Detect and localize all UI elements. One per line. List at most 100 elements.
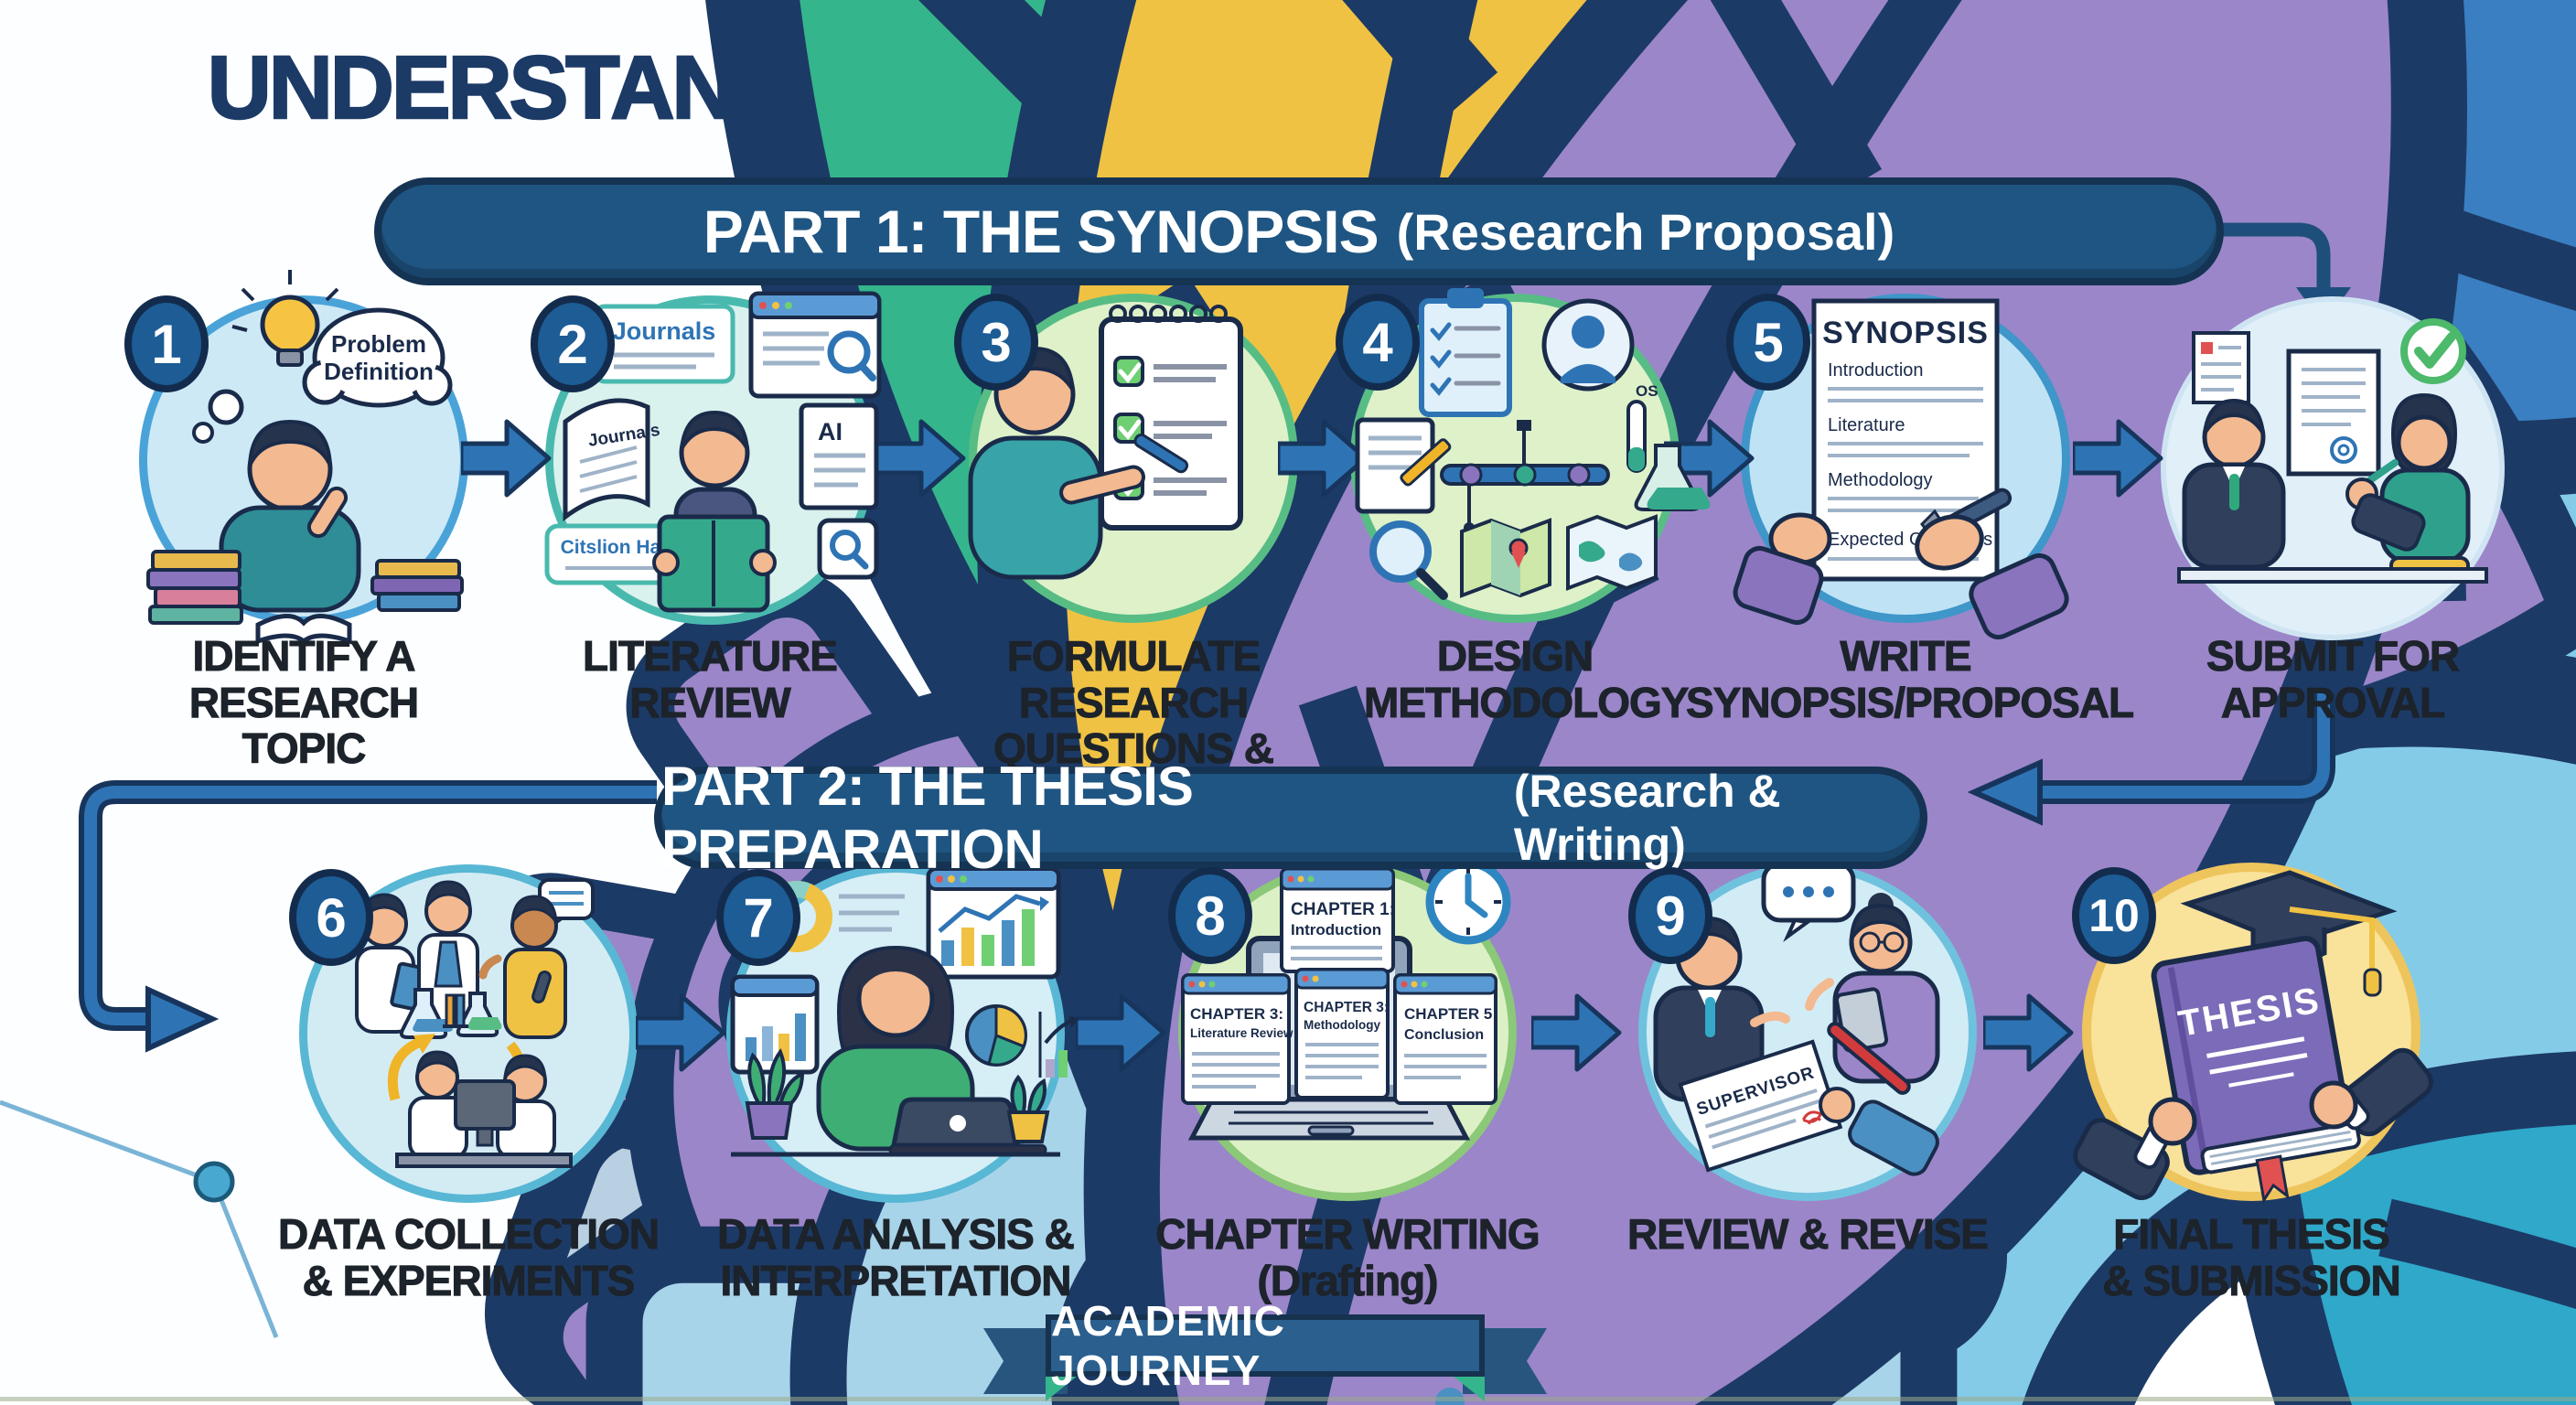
reading-person [652,410,777,613]
arrow-step1-step2 [461,419,552,498]
ai-document: AI [799,402,879,510]
part2-heading: PART 2: THE THESIS PREPARATION [661,756,1194,880]
svg-text:CHAPTER 5:: CHAPTER 5: [1404,1005,1497,1023]
notes-pencil-icon [1355,417,1452,514]
scene-chapter-writing: CHAPTER 1: Introduction CHAPTER 3: Liter… [1181,859,1511,1141]
search-browser-window [748,291,882,399]
step2-label: LITERATURE REVIEW [583,632,839,726]
step3-badge: 3 [954,294,1038,391]
step10-label: FINAL THESIS & SUBMISSION [2102,1210,2401,1304]
step7-label: DATA ANALYSIS & INTERPRETATION [717,1210,1076,1304]
svg-text:CHAPTER 1:: CHAPTER 1: [1291,900,1395,919]
arrow-step8-step9 [1531,993,1622,1072]
ribbon-fold-triangle-left [1046,1372,1082,1401]
holding-hands [2073,1047,2433,1201]
step8-badge: 8 [1168,867,1252,964]
synopsis-document: SYNOPSIS Introduction Literature Methodo… [1811,298,2000,582]
part2-subheading: (Research & Writing) [1513,766,1781,870]
part1-heading: PART 1: THE SYNOPSIS [703,198,1379,265]
svg-text:CHAPTER 3:: CHAPTER 3: [1304,1000,1389,1015]
svg-text:Journals: Journals [613,317,716,345]
arrow-step2-step3 [875,419,966,498]
scene-formulate-questions [968,305,1243,580]
journals-card: Journals [593,304,735,384]
chapter3-method-window: CHAPTER 3: Methodology [1294,968,1390,1099]
scene-submit-approval [2177,318,2488,584]
ribbon-fold-triangle-right [1448,1372,1485,1401]
laptop-icon [888,1097,1047,1156]
writing-person [968,346,1189,580]
submit-label: SUBMIT FOR APPROVAL [2206,632,2460,726]
bottom-edge-line [0,1397,2576,1401]
reviewer-man [2182,398,2286,570]
book-stacks [146,550,464,645]
step8-label: CHAPTER WRITING (Drafting) [1155,1210,1540,1304]
step1-label: IDENTIFY A RESEARCH TOPIC [188,632,419,773]
thesis-book: THESIS [2151,935,2361,1205]
svg-text:Introduction: Introduction [1828,360,1924,381]
part1-subheading: (Research Proposal) [1396,202,1895,261]
writing-hands [1733,512,2069,640]
scene-data-collection [355,878,595,1168]
scene-design-methodology: OS [1355,288,1711,600]
step5-badge: 5 [1726,294,1810,391]
step1-badge: 1 [124,295,209,392]
arrow-step3-step4 [1278,419,1368,498]
interviewer-person [478,895,567,1039]
approved-check-icon [2400,318,2466,384]
svg-text:Introduction: Introduction [1291,921,1381,938]
part1-banner: PART 1: THE SYNOPSIS (Research Proposal) [374,177,2224,285]
step6-label: DATA COLLECTION & EXPERIMENTS [278,1210,660,1304]
chapter1-window: CHAPTER 1: Introduction [1280,867,1395,973]
arrow-step9-step10 [1983,993,2074,1072]
step9-label: REVIEW & REVISE [1627,1210,1990,1258]
test-tube-flask-icons: OS [1626,382,1711,511]
thought-dots [192,389,244,444]
part2-banner: PART 2: THE THESIS PREPARATION (Research… [654,756,1927,880]
step6-badge: 6 [289,869,373,966]
step9-badge: 9 [1628,867,1712,964]
folded-map-icons [1460,514,1658,598]
svg-text:Literature: Literature [1828,415,1905,435]
chapter5-window: CHAPTER 5: Conclusion [1393,973,1497,1105]
svg-text:Literature Review: Literature Review [1190,1026,1293,1040]
svg-text:CHAPTER 3:: CHAPTER 3: [1190,1005,1283,1023]
ribbon-label: ACADEMIC JOURNEY [1051,1297,1285,1394]
step5-label: WRITE SYNOPSIS/PROPOSAL [1686,632,2135,726]
problem-definition-bubble: Problem Definition [302,307,453,408]
step10-badge: 10 [2072,867,2156,964]
svg-text:Conclusion: Conclusion [1404,1027,1484,1043]
meeting-table [2177,567,2488,584]
step4-badge: 4 [1336,294,1420,391]
committee-woman [2379,392,2471,584]
red-pen-hand [1819,1022,1939,1176]
pie-chart-icon [965,1004,1027,1067]
proposal-document [2286,349,2381,477]
thinking-person [219,419,361,613]
svg-text:OS: OS [1636,382,1658,400]
step7-badge: 7 [716,869,800,966]
svg-text:Methodology: Methodology [1304,1018,1380,1032]
svg-text:Citslion Havlv: Citslion Havlv [561,537,688,558]
computer-work-pair [395,1050,573,1168]
connector-submit-to-part2 [1967,693,2335,826]
academic-journey-ribbon: ACADEMIC JOURNEY [1046,1297,1485,1394]
arrow-step5-submit [2073,419,2163,498]
magnifier-icon [1369,520,1448,600]
scene-review-revise: SUPERVISOR [1653,861,1940,1176]
svg-text:SYNOPSIS: SYNOPSIS [1822,316,1989,350]
arrow-step6-step7 [636,993,726,1072]
chapter3-lit-window: CHAPTER 3: Literature Review [1181,973,1293,1105]
chat-bubble-icon [1761,861,1856,943]
checklist-notepad [1099,305,1243,531]
scene-data-analysis [730,866,1079,1157]
open-book: Journals [563,398,661,521]
svg-text:AI: AI [818,418,843,445]
step2-badge: 2 [531,295,615,392]
lab-flasks [399,988,502,1039]
connector-part2-to-step6 [79,780,657,1053]
timeline-icon [1440,420,1610,533]
svg-text:Problem: Problem [331,330,426,358]
